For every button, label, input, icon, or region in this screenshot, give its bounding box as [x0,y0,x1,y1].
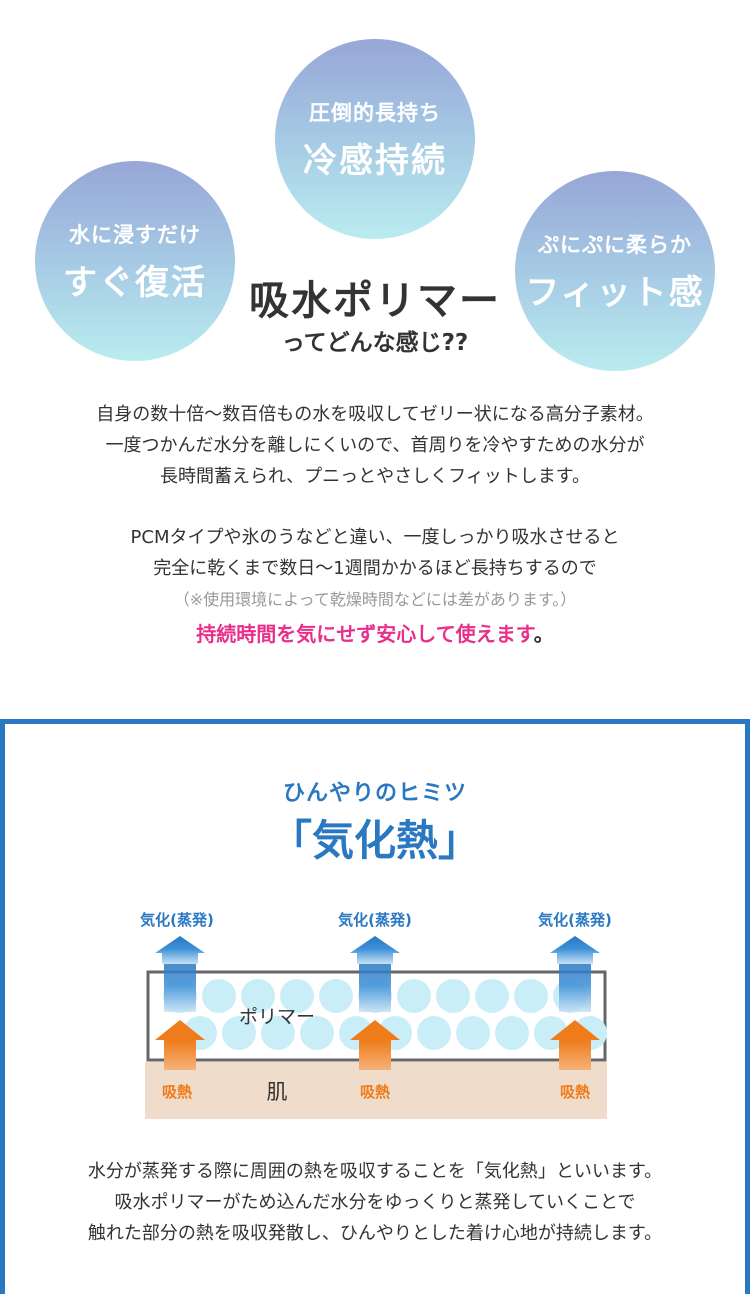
cooling-secret-panel: ひんやりのヒミツ 「気化熱」 [0,719,750,1294]
heat-arrow-right [550,1020,600,1070]
headline-main: 吸水ポリマー [249,278,501,324]
explanation-line: 水分が蒸発する際に周囲の熱を吸収することを「気化熱」といいます。 [87,1161,663,1182]
description-line: 長時間蓄えられ、プニっとやさしくフィットします。 [159,466,591,487]
polymer-bubble [319,979,353,1013]
polymer-bubble [241,979,275,1013]
feature-circle-cooling: 圧倒的長持ち 冷感持続 [275,39,475,239]
secret-title: 「気化熱」 [269,816,480,865]
absorb-label-center: 吸熱 [360,1083,390,1101]
polymer-bubble [222,1016,256,1050]
feature-small-text: ぷにぷに柔らか [538,232,692,257]
feature-circle-fit: ぷにぷに柔らか フィット感 [515,171,715,371]
description-line: 一度つかんだ水分を離しにくいので、首周りを冷やすための水分が [105,435,645,456]
polymer-bubble [300,1016,334,1050]
evaporation-arrow-center [350,936,400,1012]
polymer-bubble [397,979,431,1013]
feature-small-text: 水に浸すだけ [69,222,201,247]
highlight-message: 持続時間を気にせず安心して使えます。 [0,619,750,650]
explanation-line: 触れた部分の熱を吸収発散し、ひんやりとした着け心地が持続します。 [87,1223,663,1244]
evaporation-arrow-left [155,936,205,1012]
headline: 吸水ポリマー ってどんな感じ?? [0,276,750,360]
highlight-text: 持続時間を気にせず安心して使えます [196,622,534,646]
explanation-line: 吸水ポリマーがため込んだ水分をゆっくりと蒸発していくことで [114,1192,636,1213]
evaporation-label-left: 気化(蒸発) [140,911,214,929]
highlight-period: 。 [533,622,554,646]
heat-arrow-left [155,1020,205,1070]
description-line: PCMタイプや氷のうなどと違い、一度しっかり吸水させると [130,527,620,548]
polymer-bubble [514,979,548,1013]
polymer-label: ポリマー [239,1006,315,1028]
feature-small-text: 圧倒的長持ち [309,100,441,125]
evaporation-diagram: 気化(蒸発) 気化(蒸発) 気化(蒸発) ポリマー 吸熱 吸熱 吸熱 肌 [140,911,612,1119]
evaporation-label-right: 気化(蒸発) [538,911,612,929]
absorb-label-right: 吸熱 [560,1083,590,1101]
polymer-bubble [280,979,314,1013]
feature-big-text: 冷感持続 [303,140,447,181]
secret-label: ひんやりのヒミツ [282,781,467,806]
feature-big-text: すぐ復活 [63,262,207,303]
polymer-bubble [202,979,236,1013]
polymer-bubble [475,979,509,1013]
polymer-bubble [436,979,470,1013]
description-line: 完全に乾くまで数日〜1週間かかるほど長持ちするので [153,558,597,579]
skin-layer [145,1062,607,1119]
evaporation-label-center: 気化(蒸発) [338,911,412,929]
secret-explanation: 水分が蒸発する際に周囲の熱を吸収することを「気化熱」といいます。 吸水ポリマーが… [5,1156,745,1249]
absorb-label-left: 吸熱 [162,1083,192,1101]
polymer-bubble [495,1016,529,1050]
skin-label: 肌 [267,1080,288,1104]
usage-note: （※使用環境によって乾燥時間などには差があります。） [173,590,577,609]
description-paragraph-2: PCMタイプや氷のうなどと違い、一度しっかり吸水させると 完全に乾くまで数日〜1… [0,522,750,650]
polymer-bubble [261,1016,295,1050]
headline-sub: ってどんな感じ?? [281,330,469,356]
polymer-bubble [456,1016,490,1050]
heat-arrow-center [350,1020,400,1070]
feature-circle-revive: 水に浸すだけ すぐ復活 [35,161,235,361]
description-line: 自身の数十倍〜数百倍もの水を吸収してゼリー状になる高分子素材。 [96,404,654,425]
feature-big-text: フィット感 [525,272,705,313]
evaporation-arrow-right [550,936,600,1012]
polymer-bubble [417,1016,451,1050]
description-paragraph-1: 自身の数十倍〜数百倍もの水を吸収してゼリー状になる高分子素材。 一度つかんだ水分… [0,399,750,492]
